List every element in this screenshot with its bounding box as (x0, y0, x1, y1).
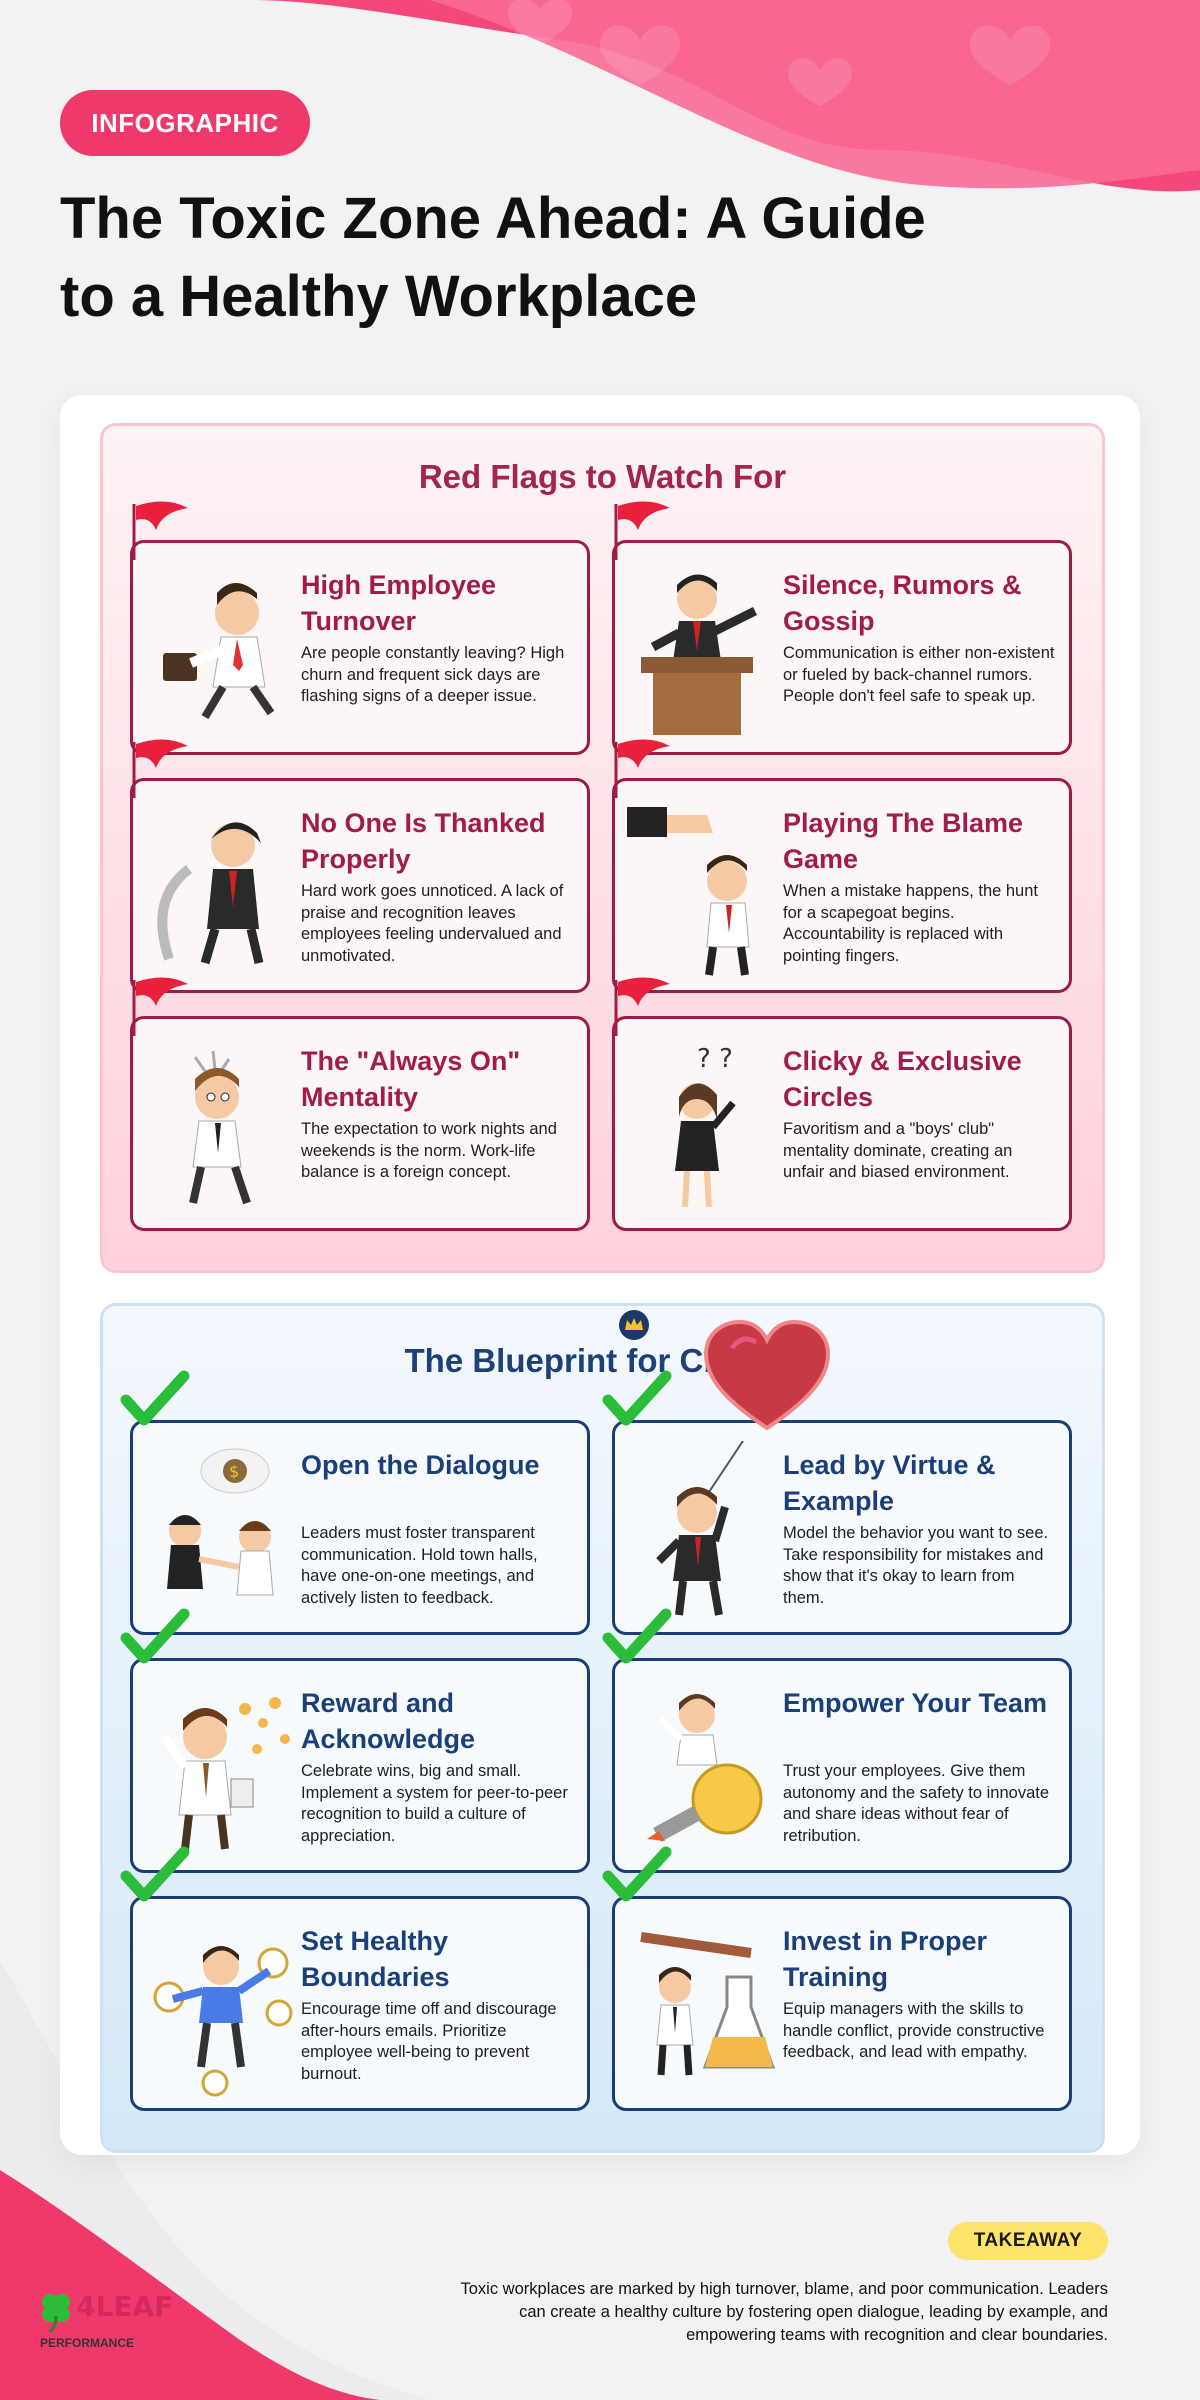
red-flag-card: ? ? Clicky & Exclusive Circles Favoritis… (612, 1016, 1072, 1231)
card-title: Reward and Acknowledge (301, 1688, 476, 1754)
running-employee-illustration (163, 583, 275, 720)
blueprint-card: Lead by Virtue & Example Model the behav… (612, 1420, 1072, 1635)
card-description: When a mistake happens, the hunt for a s… (783, 882, 1038, 965)
card-description: Favoritism and a "boys' club" mentality … (783, 1120, 1013, 1181)
card-title: Open the Dialogue (301, 1450, 540, 1480)
green-check-icon (602, 1846, 672, 1902)
infographic-badge: INFOGRAPHIC (60, 90, 310, 156)
blueprint-card: Empower Your Team Trust your employees. … (612, 1658, 1072, 1873)
card-description: Communication is either non-existent or … (783, 644, 1055, 705)
training-flask-illustration (640, 1932, 776, 2076)
card-description: Trust your employees. Give them autonomy… (783, 1762, 1050, 1845)
card-description: The expectation to work nights and weeke… (301, 1120, 557, 1181)
red-flag-icon (132, 501, 188, 560)
card-title: The "Always On" Mentality (301, 1046, 521, 1112)
celebrating-employee-illustration (161, 1697, 290, 1850)
card-description: Celebrate wins, big and small. Implement… (301, 1762, 568, 1845)
card-title: Invest in Proper Training (783, 1926, 988, 1992)
svg-text:$: $ (229, 1462, 239, 1481)
heart-icon (703, 1319, 831, 1431)
lightbulb-illustration (647, 1694, 763, 1843)
card-description: Leaders must foster transparent communic… (301, 1524, 538, 1607)
red-flag-card: The "Always On" Mentality The expectatio… (130, 1016, 590, 1231)
card-title: Clicky & Exclusive Circles (783, 1046, 1022, 1112)
red-flag-icon (132, 739, 188, 798)
blueprint-card: $ Open the Dialogue Leaders must foster … (130, 1420, 590, 1635)
card-description: Are people constantly leaving? High chur… (301, 644, 565, 705)
logo-tagline: PERFORMANCE (40, 2336, 135, 2350)
card-title: Set Healthy Boundaries (301, 1926, 450, 1992)
logo-brand: 4LEAF (76, 2290, 174, 2323)
takeaway-text: Toxic workplaces are marked by high turn… (460, 2280, 1109, 2344)
green-check-icon (602, 1608, 672, 1664)
juggling-clocks-illustration (153, 1946, 293, 2097)
dialogue-illustration: $ (167, 1448, 274, 1596)
card-description: Hard work goes unnoticed. A lack of prai… (301, 882, 564, 965)
blueprint-card: Set Healthy Boundaries Encourage time of… (130, 1896, 590, 2111)
clover-logo-icon (42, 2294, 70, 2334)
takeaway-badge: TAKEAWAY (948, 2222, 1108, 2260)
company-logo: 4LEAF PERFORMANCE (36, 2290, 173, 2360)
page-title: The Toxic Zone Ahead: A Guide to a Healt… (60, 186, 926, 329)
green-check-icon (120, 1846, 190, 1902)
tired-employee-illustration (157, 822, 264, 965)
card-title: Empower Your Team (783, 1688, 1048, 1718)
card-title: Playing The Blame Game (783, 808, 1024, 874)
crown-icon (619, 1310, 649, 1340)
card-description: Equip managers with the skills to handle… (783, 2000, 1045, 2061)
red-flag-icon (614, 977, 670, 1036)
blueprint-card: Invest in Proper Training Equip managers… (612, 1896, 1072, 2111)
green-check-icon (602, 1370, 672, 1426)
card-title: No One Is Thanked Properly (301, 808, 546, 874)
red-flag-icon (132, 977, 188, 1036)
leader-balloon-illustration (656, 1441, 744, 1616)
red-flag-card: No One Is Thanked Properly Hard work goe… (130, 778, 590, 993)
confused-woman-illustration: ? ? (675, 1044, 736, 1208)
red-flags-title: Red Flags to Watch For (418, 458, 787, 495)
stressed-employee-illustration (189, 1050, 251, 1205)
card-description: Encourage time off and discourage after-… (301, 2000, 557, 2083)
red-flag-card: Silence, Rumors & Gossip Communication i… (612, 540, 1072, 755)
card-title: High Employee Turnover (301, 570, 497, 636)
red-flag-icon (614, 739, 670, 798)
green-check-icon (120, 1608, 190, 1664)
red-flag-icon (614, 501, 670, 560)
green-check-icon (120, 1370, 190, 1426)
speaker-podium-illustration (641, 574, 758, 735)
card-title: Silence, Rumors & Gossip (783, 570, 1022, 636)
blamed-employee-illustration (627, 807, 750, 976)
card-title: Lead by Virtue & Example (783, 1450, 996, 1516)
svg-text:? ?: ? ? (697, 1044, 733, 1074)
red-flag-card: High Employee Turnover Are people consta… (130, 540, 590, 755)
red-flag-card: Playing The Blame Game When a mistake ha… (612, 778, 1072, 993)
blueprint-card: Reward and Acknowledge Celebrate wins, b… (130, 1658, 590, 1873)
card-description: Model the behavior you want to see. Take… (783, 1524, 1049, 1607)
